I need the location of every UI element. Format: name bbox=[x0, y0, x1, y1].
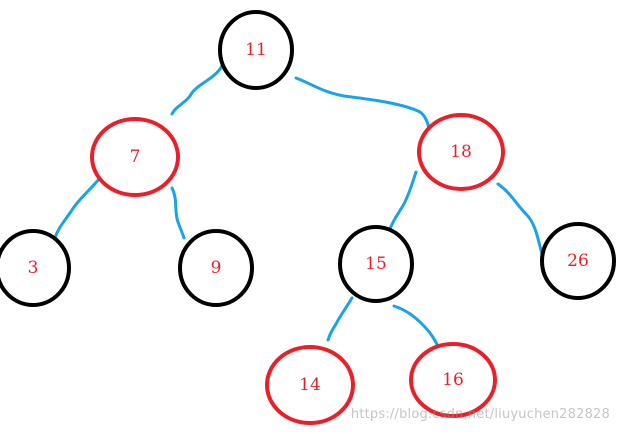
edge-n7-n9 bbox=[170, 186, 186, 240]
node-label-26: 26 bbox=[567, 251, 589, 271]
edge-n11-n7 bbox=[170, 64, 224, 116]
node-ring-15 bbox=[338, 225, 414, 303]
tree-node-15: 15 bbox=[338, 225, 414, 303]
node-ring-9 bbox=[178, 229, 254, 307]
edge-n11-n18 bbox=[294, 76, 432, 134]
node-label-3: 3 bbox=[28, 258, 39, 278]
edge-n18-n26 bbox=[496, 182, 544, 256]
nodes-layer: 11 7 18 3 9 15 26 14 16 bbox=[0, 10, 616, 425]
edge-n18-n15 bbox=[386, 170, 418, 236]
tree-node-3: 3 bbox=[0, 229, 71, 307]
node-ring-11 bbox=[218, 10, 294, 90]
tree-node-16: 16 bbox=[409, 342, 497, 418]
node-label-18: 18 bbox=[450, 142, 472, 162]
node-ring-26 bbox=[540, 222, 616, 300]
node-ring-16 bbox=[409, 342, 497, 418]
tree-node-11: 11 bbox=[218, 10, 294, 90]
node-ring-18 bbox=[417, 113, 505, 191]
edges-layer bbox=[53, 64, 544, 354]
node-label-11: 11 bbox=[245, 40, 267, 60]
edge-n15-n16 bbox=[392, 304, 442, 354]
node-ring-7 bbox=[90, 117, 180, 197]
node-label-16: 16 bbox=[442, 370, 464, 390]
node-label-14: 14 bbox=[299, 375, 321, 395]
edge-n15-n14 bbox=[326, 296, 354, 342]
node-label-9: 9 bbox=[211, 258, 222, 278]
tree-node-14: 14 bbox=[265, 345, 355, 425]
tree-node-26: 26 bbox=[540, 222, 616, 300]
edge-n7-n3 bbox=[53, 176, 102, 240]
node-ring-14 bbox=[265, 345, 355, 425]
tree-node-9: 9 bbox=[178, 229, 254, 307]
tree-node-18: 18 bbox=[417, 113, 505, 191]
node-label-15: 15 bbox=[365, 254, 387, 274]
node-ring-3 bbox=[0, 229, 71, 307]
watermark-text: https://blog.csdn.net/liuyuchen282828 bbox=[350, 407, 610, 422]
tree-node-7: 7 bbox=[90, 117, 180, 197]
node-label-7: 7 bbox=[130, 147, 141, 167]
